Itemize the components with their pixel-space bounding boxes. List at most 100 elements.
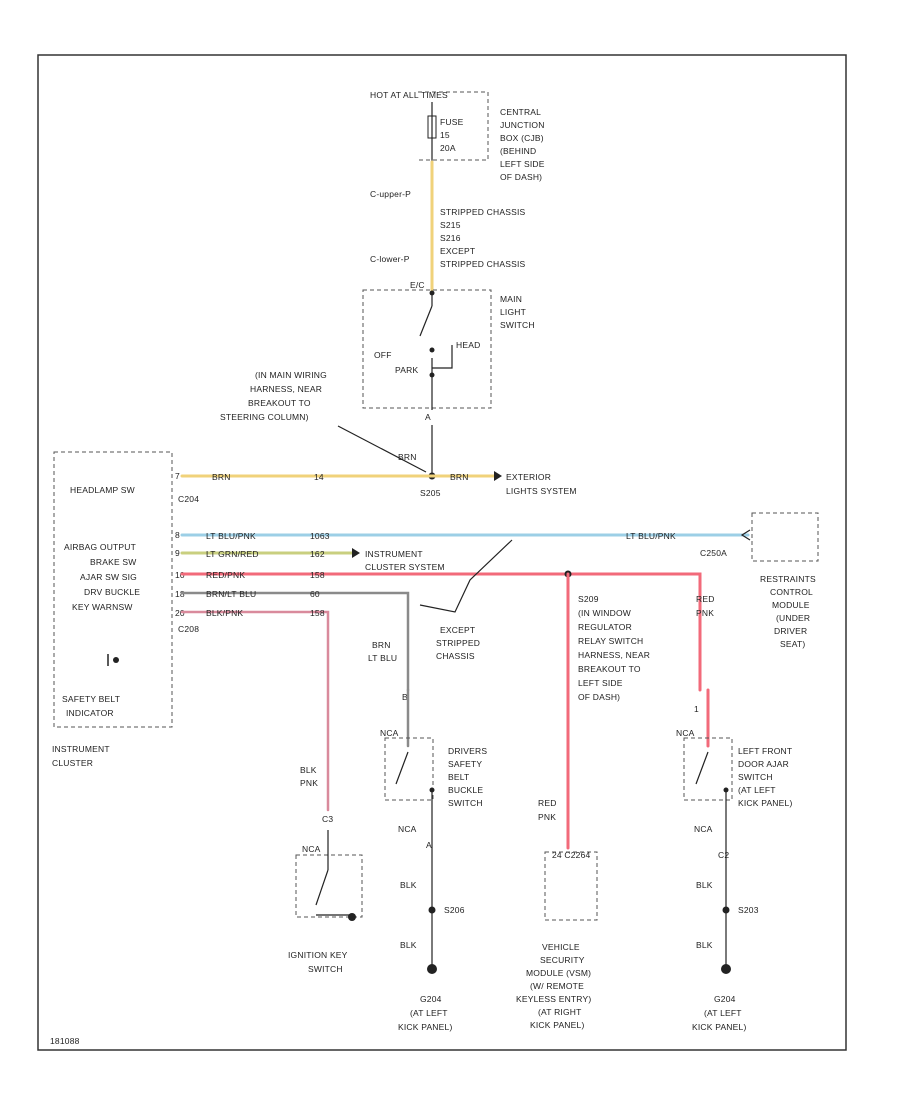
headlamp-wire-color: BRN <box>212 472 231 482</box>
diagram-frame <box>37 54 847 1051</box>
pin-20: 20 <box>175 608 185 618</box>
vsm-wire-2: PNK <box>538 812 556 822</box>
cluster-keywarn-label: KEY WARNSW <box>72 602 133 612</box>
ignition-ground-dot <box>348 913 356 921</box>
door-pin-bottom: C2 <box>718 850 729 860</box>
mls-pin-bottom: A <box>425 412 431 422</box>
s209-note-2: (IN WINDOW <box>578 608 631 618</box>
wire-ajar-sw <box>180 572 702 692</box>
instrument-cluster-box <box>53 451 173 728</box>
rcm-label-2: CONTROL <box>770 587 813 597</box>
except-stripped-leader <box>419 539 513 613</box>
indicator-label-1: SAFETY BELT <box>62 694 120 704</box>
g204-left-1: G204 <box>420 994 442 1004</box>
rcm-label-6: SEAT) <box>780 639 805 649</box>
splice-note-3: S216 <box>440 233 461 243</box>
mls-head-link <box>431 345 453 375</box>
buckle-wire-1: BRN <box>372 640 391 650</box>
buckle-wire-2: LT BLU <box>368 653 397 663</box>
mls-label-2: LIGHT <box>500 307 526 317</box>
cluster-headlamp-sw-label: HEADLAMP SW <box>70 485 135 495</box>
ignition-nca: NCA <box>302 844 321 854</box>
mls-off-label: OFF <box>374 350 392 360</box>
g204-right-1: G204 <box>714 994 736 1004</box>
harness-note-3: BREAKOUT TO <box>248 398 311 408</box>
rcm-arrow <box>740 529 751 541</box>
cluster-title-2: CLUSTER <box>52 758 93 768</box>
cjb-label-5: LEFT SIDE <box>500 159 545 169</box>
door-nca-2: NCA <box>694 824 713 834</box>
harness-note-4: STEERING COLUMN) <box>220 412 309 422</box>
buckle-label-4: BUCKLE <box>448 785 483 795</box>
door-blk-2: BLK <box>696 940 713 950</box>
ignition-blade <box>315 869 329 906</box>
ignition-label-2: SWITCH <box>308 964 343 974</box>
ignition-wire-2: PNK <box>300 778 318 788</box>
main-light-switch-box <box>362 289 492 409</box>
cjb-label-1: CENTRAL <box>500 107 541 117</box>
s209-note-5: HARNESS, NEAR <box>578 650 650 660</box>
s203-label: S203 <box>738 905 759 915</box>
rcm-wire-color: LT BLU/PNK <box>626 531 676 541</box>
splice-note-2: S215 <box>440 220 461 230</box>
splice-s206 <box>428 906 436 914</box>
door-label-5: KICK PANEL) <box>738 798 792 808</box>
splice-s203 <box>722 906 730 914</box>
fuse-label-3: 20A <box>440 143 456 153</box>
pin-7: 7 <box>175 471 180 481</box>
ground-g204-right <box>721 964 731 974</box>
splice-note-5: STRIPPED CHASSIS <box>440 259 526 269</box>
door-label-2: DOOR AJAR <box>738 759 789 769</box>
buckle-blade <box>395 751 409 785</box>
except-stripped-3: CHASSIS <box>436 651 475 661</box>
figure-code: 181088 <box>50 1036 80 1046</box>
buckle-blk-1: BLK <box>400 880 417 890</box>
buckle-nca-2: NCA <box>398 824 417 834</box>
mls-blade <box>419 305 433 337</box>
mls-contact-mid <box>429 347 435 353</box>
buckle-wire-circuit: 60 <box>310 589 320 599</box>
buckle-nca: NCA <box>380 728 399 738</box>
door-nca: NCA <box>676 728 695 738</box>
safety-belt-indicator-icon <box>107 654 119 666</box>
indicator-label-2: INDICATOR <box>66 708 114 718</box>
except-stripped-2: STRIPPED <box>436 638 480 648</box>
exterior-label-1: EXTERIOR <box>506 472 551 482</box>
buckle-switch-box <box>384 737 434 801</box>
s209-note-4: RELAY SWITCH <box>578 636 643 646</box>
vsm-label-2: SECURITY <box>540 955 585 965</box>
ajar-wire-circuit: 158 <box>310 570 325 580</box>
door-wire-1: RED <box>696 594 715 604</box>
door-label-4: (AT LEFT <box>738 785 776 795</box>
vsm-label-7: KICK PANEL) <box>530 1020 584 1030</box>
buckle-wire-color: BRN/LT BLU <box>206 589 256 599</box>
vsm-label-1: VEHICLE <box>542 942 580 952</box>
g204-left-2: (AT LEFT <box>410 1008 448 1018</box>
cluster-c208-label: C208 <box>178 624 199 634</box>
s206-label: S206 <box>444 905 465 915</box>
ignition-wire-1: BLK <box>300 765 317 775</box>
wire-drv-buckle <box>180 591 410 692</box>
cluster-title-1: INSTRUMENT <box>52 744 110 754</box>
buckle-blk-2: BLK <box>400 940 417 950</box>
mls-label-3: SWITCH <box>500 320 535 330</box>
g204-right-2: (AT LEFT <box>704 1008 742 1018</box>
door-blade <box>695 751 709 785</box>
s209-note-3: REGULATOR <box>578 622 632 632</box>
door-label-1: LEFT FRONT <box>738 746 792 756</box>
exterior-arrow <box>494 471 502 481</box>
brake-wire-color: LT GRN/RED <box>206 549 259 559</box>
hot-at-all-times-label: HOT AT ALL TIMES <box>370 90 448 100</box>
vsm-box <box>544 851 598 921</box>
vsm-label-5: KEYLESS ENTRY) <box>516 994 591 1004</box>
harness-note-leader <box>337 425 427 473</box>
pin-10: 10 <box>175 570 185 580</box>
s209-note-8: OF DASH) <box>578 692 620 702</box>
exterior-label-2: LIGHTS SYSTEM <box>506 486 577 496</box>
buckle-label-3: BELT <box>448 772 469 782</box>
connector-c-upper: C-upper-P <box>370 189 411 199</box>
cjb-label-6: OF DASH) <box>500 172 542 182</box>
headlamp-wire-circuit: 14 <box>314 472 324 482</box>
brake-arrow <box>352 548 360 558</box>
cluster-ajar-label: AJAR SW SIG <box>80 572 137 582</box>
